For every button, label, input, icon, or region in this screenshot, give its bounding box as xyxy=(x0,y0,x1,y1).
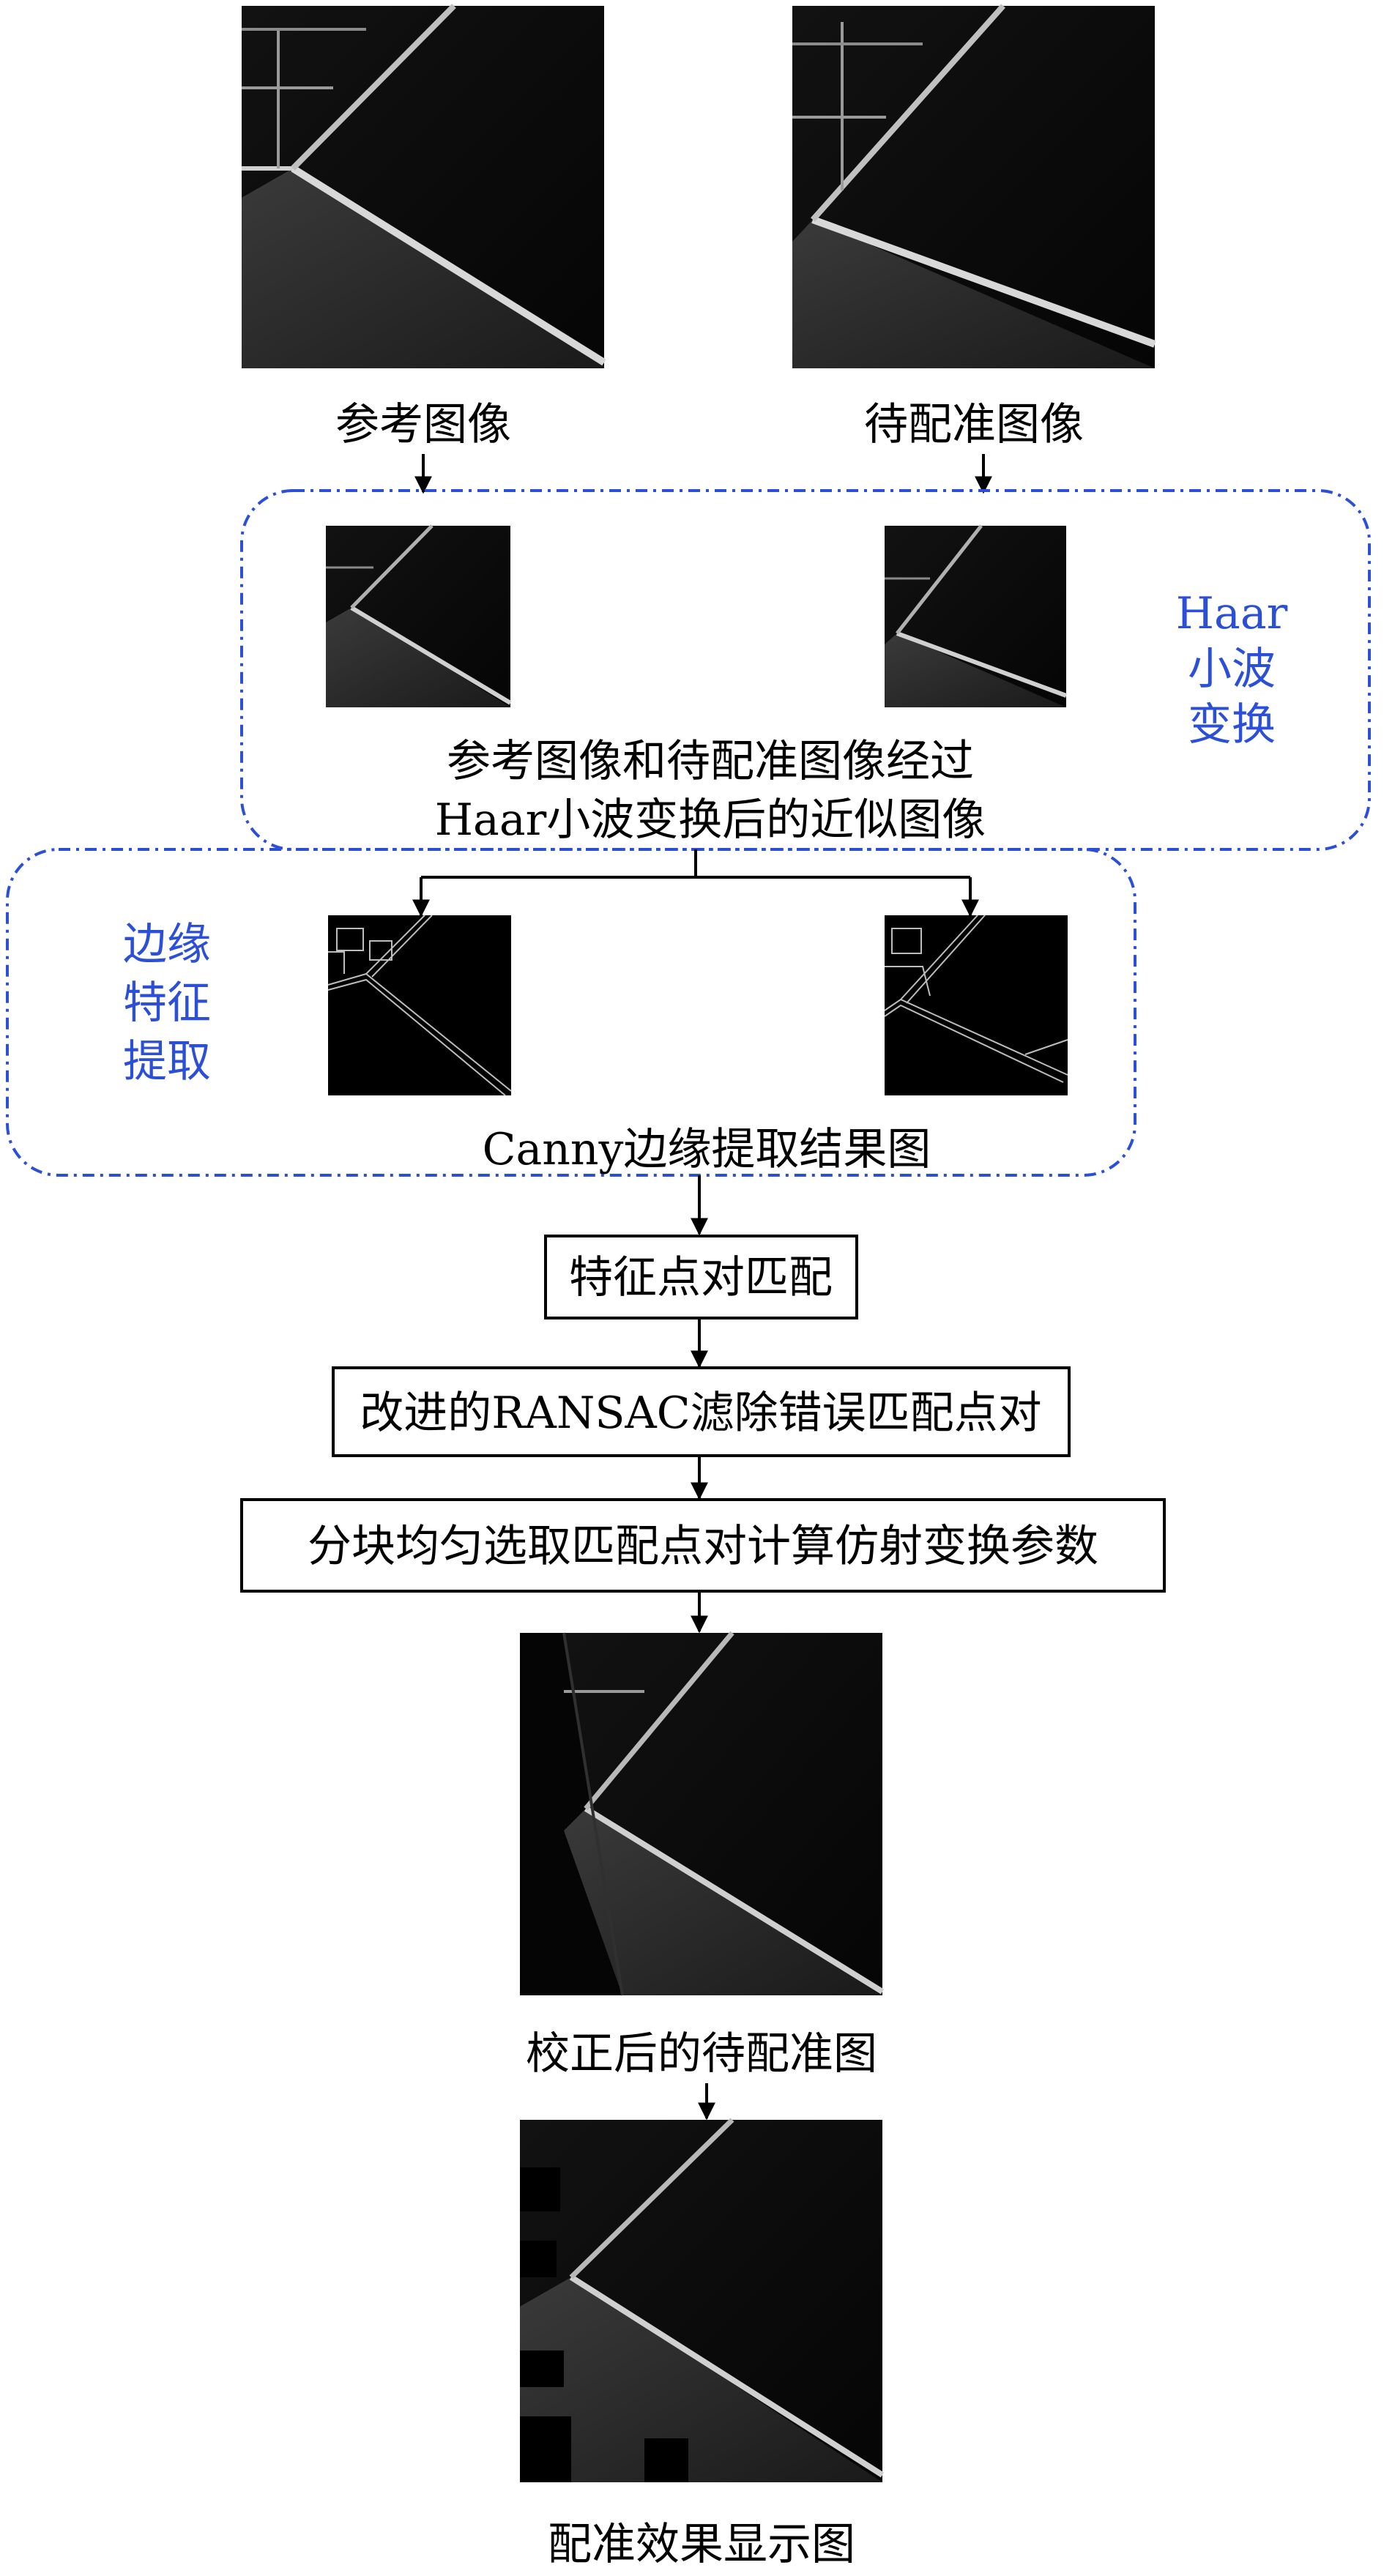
corrected-caption: 校正后的待配准图 xyxy=(526,2028,877,2080)
edge-caption: Canny边缘提取结果图 xyxy=(483,1124,931,1175)
reference-image-label: 参考图像 xyxy=(335,399,511,450)
edge-reference-image xyxy=(328,915,511,1095)
haar-to-register-approx-image xyxy=(885,526,1066,707)
to-register-image-label: 待配准图像 xyxy=(864,399,1084,450)
edge-side-label-3: 提取 xyxy=(123,1036,211,1087)
haar-side-label-2: 小波 xyxy=(1188,644,1276,695)
corrected-image xyxy=(520,1633,882,1995)
edge-side-label-2: 特征 xyxy=(123,978,211,1029)
step-label-1: 特征点对匹配 xyxy=(569,1252,833,1303)
edge-side-label-1: 边缘 xyxy=(123,919,211,970)
reference-image xyxy=(242,6,604,368)
to-register-image xyxy=(792,6,1155,368)
step-label-3: 分块均匀选取匹配点对计算仿射变换参数 xyxy=(308,1521,1098,1572)
haar-reference-approx-image xyxy=(326,526,510,707)
result-caption: 配准效果显示图 xyxy=(548,2519,855,2570)
step-label-2: 改进的RANSAC滤除错误匹配点对 xyxy=(360,1388,1041,1439)
haar-caption-line2: Haar小波变换后的近似图像 xyxy=(435,794,986,846)
haar-caption-line1: 参考图像和待配准图像经过 xyxy=(447,736,974,787)
result-image xyxy=(520,2120,882,2482)
haar-side-label-3: 变换 xyxy=(1188,699,1276,751)
haar-side-label-1: Haar xyxy=(1176,588,1288,639)
edge-to-register-image xyxy=(885,915,1068,1095)
